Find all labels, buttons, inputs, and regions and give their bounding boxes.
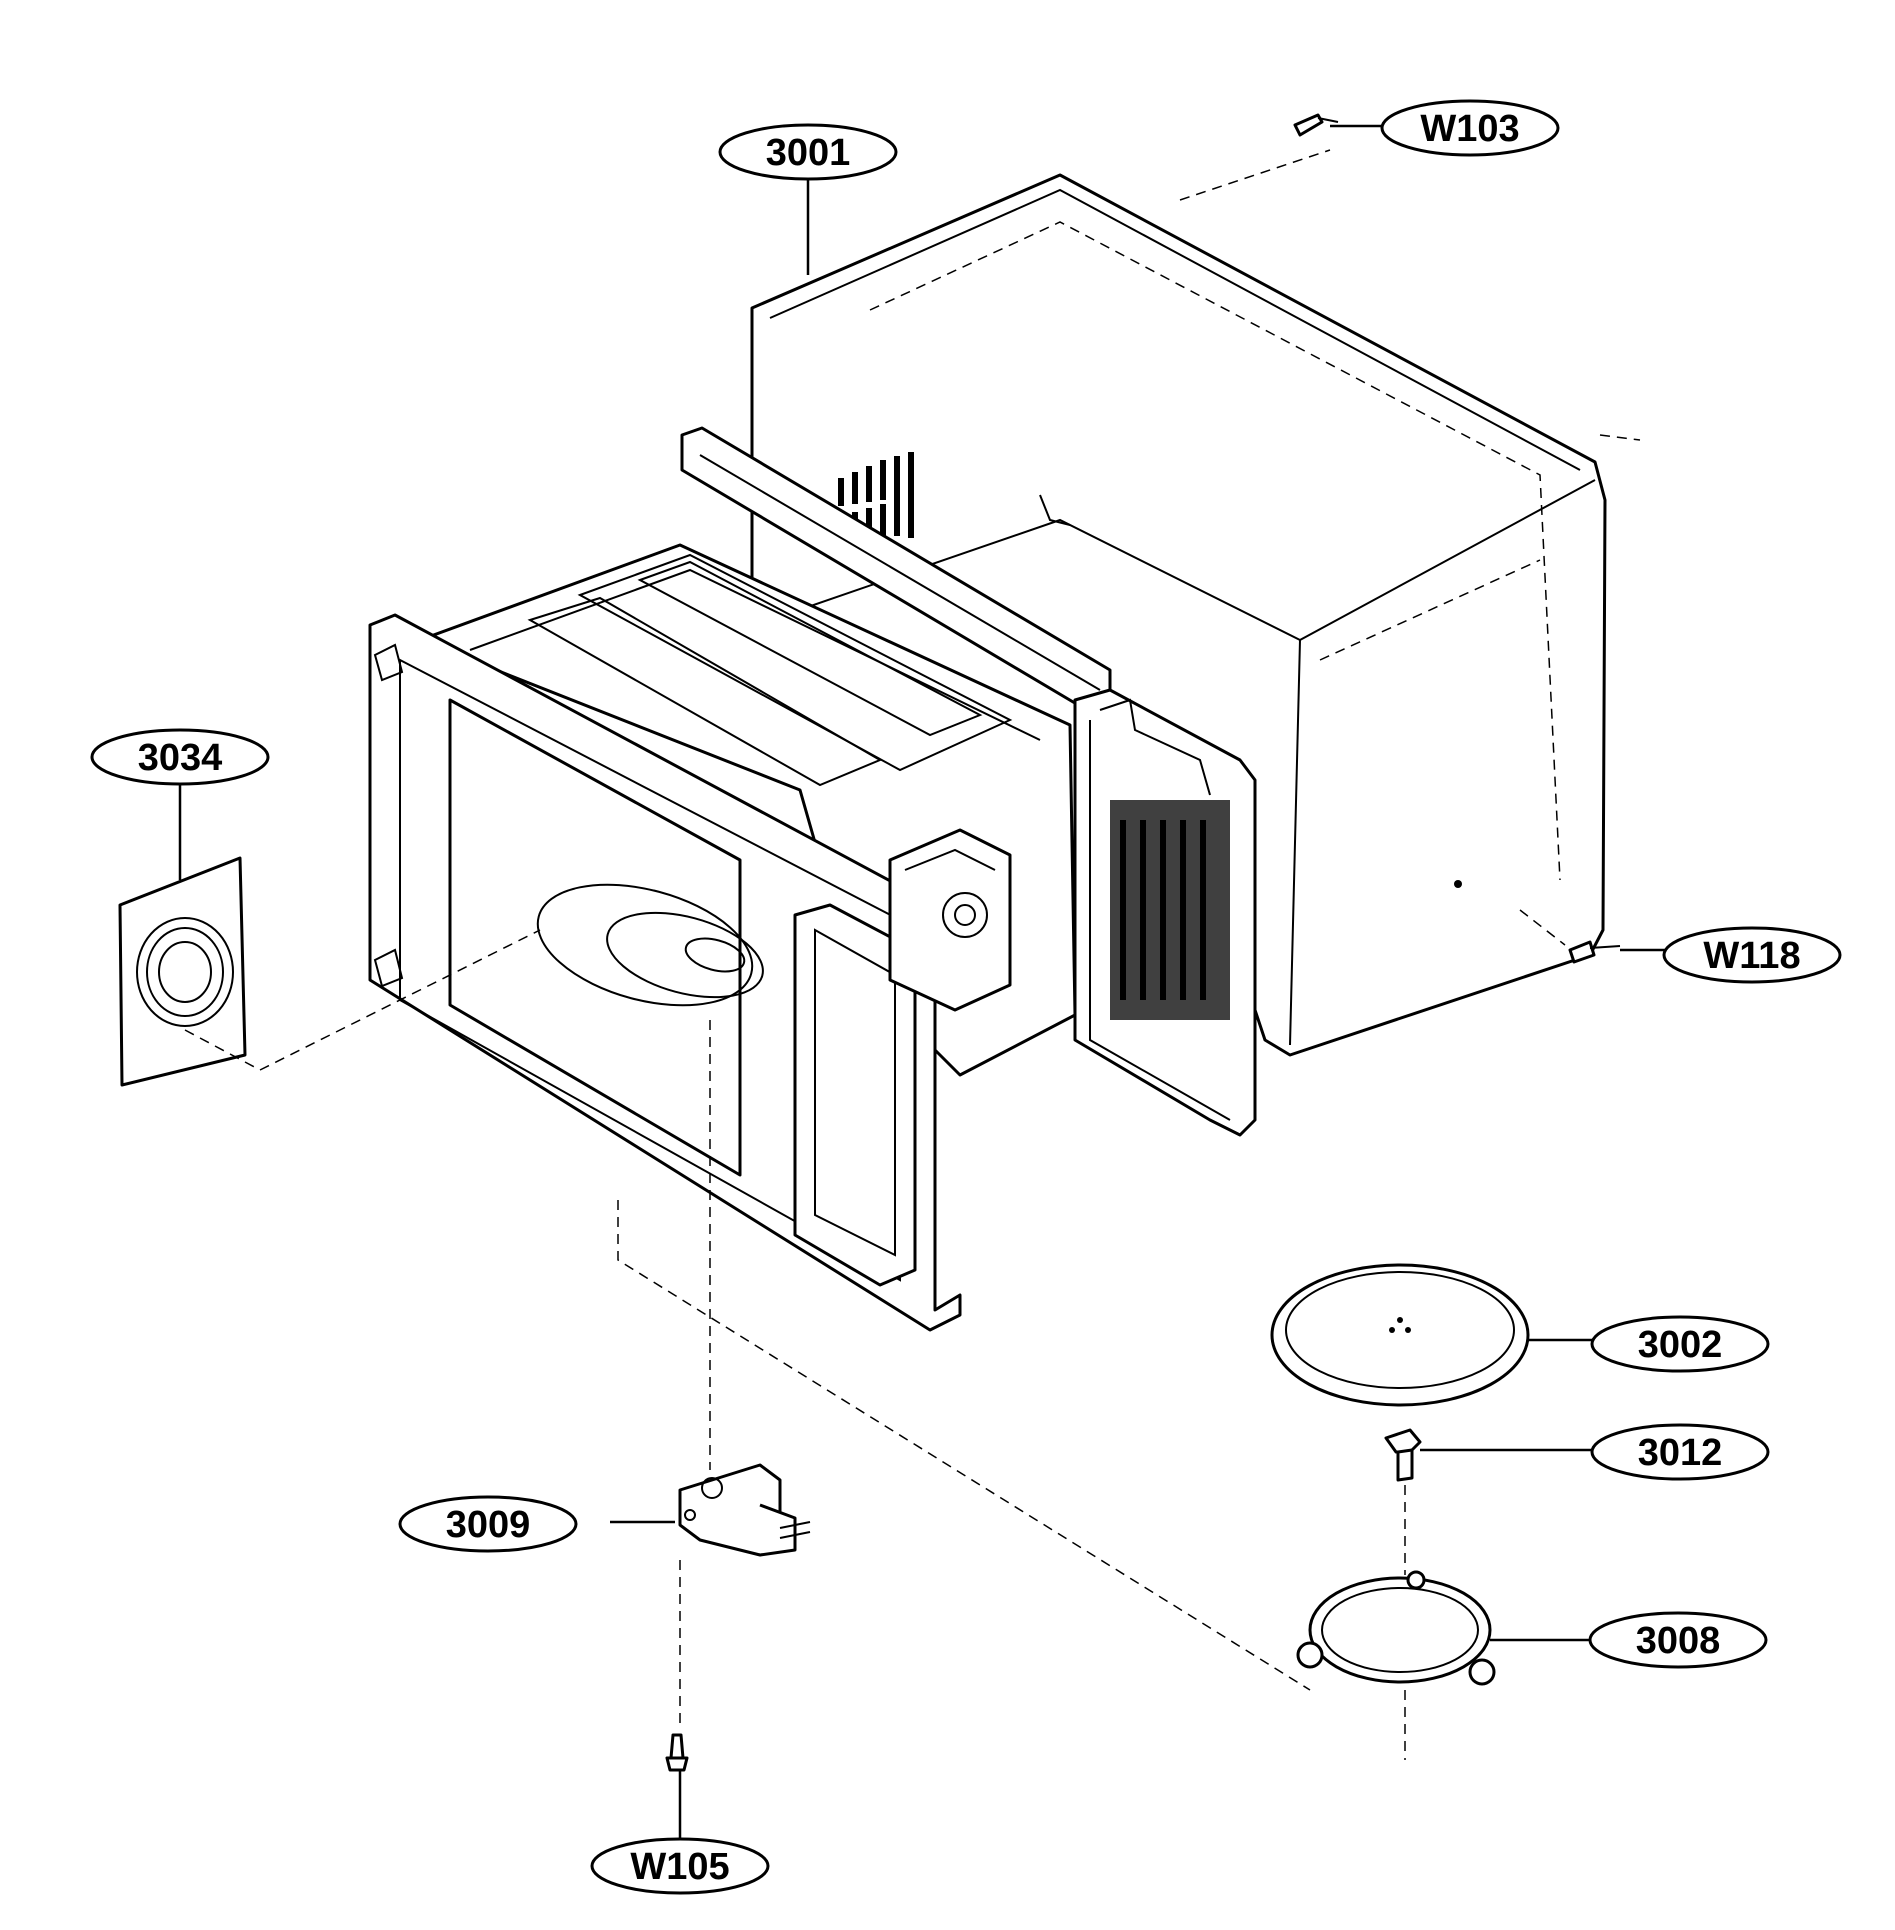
inner-cavity-chassis	[368, 426, 1257, 1332]
callout-3001-text: 3001	[766, 132, 851, 174]
callout-3009-text: 3009	[446, 1504, 531, 1546]
callout-w118-text: W118	[1703, 935, 1800, 977]
callout-3008-text: 3008	[1636, 1620, 1721, 1662]
cavity-grille	[1110, 800, 1230, 1020]
callout-w118: W118	[1662, 926, 1842, 984]
callout-3012-text: 3012	[1638, 1432, 1723, 1474]
callout-3034: 3034	[90, 728, 270, 786]
turntable-motor-part	[678, 1463, 811, 1557]
coupler-part	[1384, 1428, 1422, 1482]
callout-w105-text: W105	[630, 1846, 729, 1888]
screw-w105	[665, 1733, 689, 1772]
waveguide-cover-part	[118, 856, 247, 1087]
callout-leaders	[178, 124, 1665, 1840]
glass-tray-part	[1270, 1263, 1530, 1407]
assembly-guide-lines	[184, 149, 1641, 1760]
callout-3034-text: 3034	[138, 737, 223, 779]
roller-ring-part	[1296, 1570, 1496, 1686]
callout-3001: 3001	[718, 123, 898, 181]
callout-3002: 3002	[1590, 1315, 1770, 1373]
screw-w118	[1568, 940, 1621, 964]
callout-3012: 3012	[1590, 1423, 1770, 1481]
callout-3002-text: 3002	[1638, 1324, 1723, 1366]
callout-3008: 3008	[1588, 1611, 1768, 1669]
callout-3009: 3009	[398, 1495, 578, 1553]
callout-w105: W105	[590, 1837, 770, 1895]
callout-w103-text: W103	[1420, 108, 1519, 150]
callout-w103: W103	[1380, 99, 1560, 157]
screw-w103	[1293, 113, 1339, 137]
